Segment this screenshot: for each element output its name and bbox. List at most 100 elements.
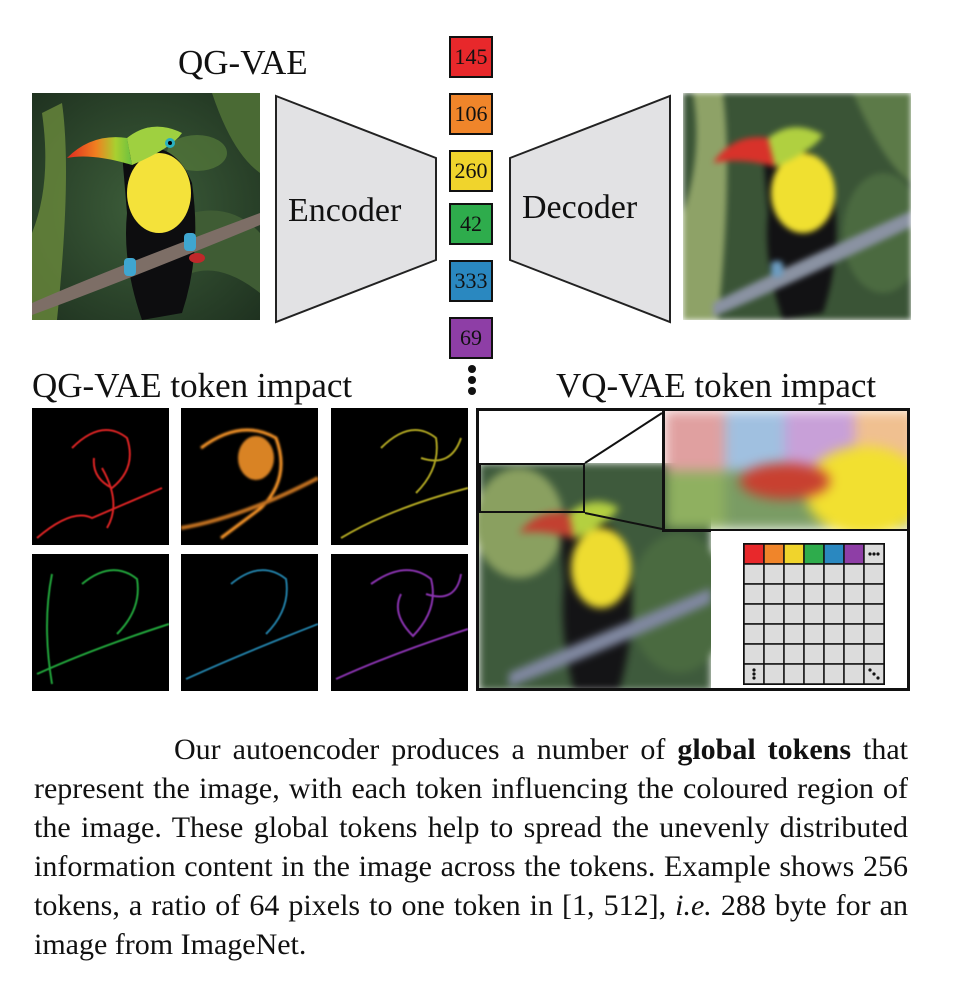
vq-impact-label: VQ-VAE token impact — [556, 366, 877, 405]
grid-cell — [823, 643, 845, 665]
caption-part4: pixels to one token in — [279, 889, 563, 922]
qg-impact-label: QG-VAE token impact — [32, 366, 353, 405]
grid-cell — [763, 643, 785, 665]
grid-cell — [803, 563, 825, 585]
ellipsis-dot — [868, 668, 872, 672]
qg-vae-title: QG-VAE — [178, 43, 308, 82]
impact-map-2 — [181, 408, 318, 545]
zoom-source-rect — [479, 463, 585, 513]
grid-cell — [783, 663, 805, 685]
encoder-label: Encoder — [288, 192, 402, 229]
grid-cell — [743, 563, 765, 585]
grid-cell — [863, 623, 885, 645]
grid-cell — [843, 643, 865, 665]
grid-cell — [823, 603, 845, 625]
grid-cell — [803, 623, 825, 645]
grid-cell — [843, 583, 865, 605]
grid-cell — [803, 663, 825, 685]
grid-cell — [823, 543, 845, 565]
caption-part3: tokens, a ratio of — [34, 889, 250, 922]
grid-cell — [843, 603, 865, 625]
grid-cell — [843, 623, 865, 645]
grid-cell — [783, 543, 805, 565]
caption-part1: Our autoencoder produces a number of — [174, 733, 678, 766]
grid-cell — [783, 563, 805, 585]
grid-cell — [743, 603, 765, 625]
ellipsis-dot — [752, 668, 756, 672]
token-2: 106 — [449, 93, 493, 135]
grid-cell — [783, 623, 805, 645]
impact-map-3 — [331, 408, 468, 545]
grid-cell — [763, 663, 785, 685]
grid-cell — [763, 563, 785, 585]
caption-range: [1, 512] — [562, 889, 659, 922]
caption-ratio: 64 — [249, 889, 280, 922]
encoder-block — [275, 94, 437, 324]
impact-map-5 — [181, 554, 318, 691]
output-image — [683, 93, 911, 320]
decoder-block — [509, 94, 671, 324]
grid-cell — [783, 643, 805, 665]
ellipsis-dot — [872, 552, 876, 556]
vq-impact-panel — [476, 408, 910, 691]
grid-cell — [823, 583, 845, 605]
grid-cell — [763, 623, 785, 645]
grid-cell — [743, 643, 765, 665]
token-6-value: 69 — [460, 325, 482, 350]
ellipsis-dot — [876, 552, 880, 556]
token-1: 145 — [449, 36, 493, 78]
grid-cell — [823, 623, 845, 645]
token-1-value: 145 — [454, 44, 488, 69]
ellipsis-dot — [752, 676, 756, 680]
token-3: 260 — [449, 150, 493, 192]
caption-part5: , — [658, 889, 676, 922]
vq-reconstruction-image — [479, 463, 711, 688]
caption-num-tokens: 256 — [863, 850, 908, 883]
grid-cell — [863, 603, 885, 625]
ellipsis-dot — [868, 552, 872, 556]
impact-map-4 — [32, 554, 169, 691]
token-4: 42 — [449, 203, 493, 245]
grid-cell — [863, 563, 885, 585]
grid-cell — [783, 583, 805, 605]
token-3-value: 260 — [454, 158, 488, 183]
ellipsis-dot — [876, 676, 880, 680]
decoder-label: Decoder — [522, 189, 638, 226]
caption-bytes: 288 — [720, 889, 766, 922]
qg-impact-grid — [32, 408, 468, 691]
grid-cell — [843, 663, 865, 685]
caption-ie: i.e. — [675, 889, 712, 922]
token-2-value: 106 — [454, 101, 488, 126]
token-5-value: 333 — [454, 268, 488, 293]
grid-cell — [843, 543, 865, 565]
grid-cell — [743, 623, 765, 645]
grid-cell — [763, 543, 785, 565]
grid-cell — [763, 603, 785, 625]
token-4-value: 42 — [460, 211, 482, 236]
impact-map-6 — [331, 554, 468, 691]
ellipsis-dot — [752, 672, 756, 676]
grid-cell — [763, 583, 785, 605]
caption-part6 — [712, 889, 721, 922]
vertical-ellipsis-icon — [468, 365, 476, 395]
grid-cell — [803, 603, 825, 625]
figure-caption: Our autoencoder produces a number of glo… — [34, 730, 908, 964]
token-grid-area — [711, 531, 907, 688]
zoomed-inset — [662, 411, 907, 532]
grid-cell — [803, 543, 825, 565]
grid-cell — [863, 643, 885, 665]
token-5: 333 — [449, 260, 493, 302]
zoom-connector-lines — [584, 412, 663, 530]
grid-cell — [803, 583, 825, 605]
caption-part2: that represent the image, with each toke… — [34, 733, 908, 883]
token-grid — [743, 543, 885, 685]
grid-cell — [743, 543, 765, 565]
input-image — [32, 93, 260, 320]
grid-cell — [823, 663, 845, 685]
caption-bold: global tokens — [677, 733, 852, 766]
grid-cell — [783, 603, 805, 625]
grid-cell — [863, 583, 885, 605]
grid-cell — [803, 643, 825, 665]
grid-cell — [843, 563, 865, 585]
grid-cell — [743, 583, 765, 605]
